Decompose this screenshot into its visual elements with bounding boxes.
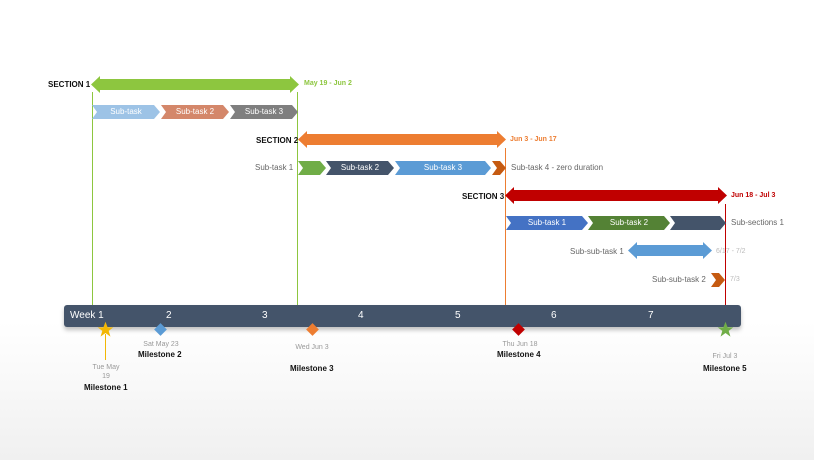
section2-subtask-1-label: Sub-task 1 [255,163,294,172]
subsub-task-1-dates: 6/17 - 7/2 [716,248,746,255]
section2-label: SECTION 2 [256,136,299,145]
week-7-label: 7 [648,310,654,321]
milestone-1-name: Milestone 1 [84,383,128,392]
milestone-2-name: Milestone 2 [138,350,182,359]
section1-subtask-3-label: Sub-task 3 [244,107,284,116]
week-1-label: Week 1 [70,310,104,321]
milestone-2-date: Sat May 23 [143,341,179,348]
section1-subtask-2[interactable] [161,105,229,119]
section2-end-line [505,148,506,306]
milestone-5-star-icon[interactable] [717,321,734,338]
section1-subtask-1-label: Sub-task [110,107,142,116]
timeline-bar[interactable]: Week 1 2 3 4 5 6 7 [64,305,741,327]
section3-subtask-1[interactable] [506,216,588,230]
milestone-3-name: Milestone 3 [290,364,334,373]
section3-subsection-label: Sub-sections 1 [731,218,784,227]
section1-dates: May 19 - Jun 2 [304,80,352,87]
week-2-label: 2 [166,310,172,321]
section3-subtask-1-label: Sub-task 1 [527,218,567,227]
milestone-5-date: Fri Jul 3 [712,353,738,360]
week-3-label: 3 [262,310,268,321]
section2-subtask-2[interactable] [326,161,394,175]
week-5-label: 5 [455,310,461,321]
milestone-4-name: Milestone 4 [497,350,541,359]
milestone-5-name: Milestone 5 [703,364,747,373]
section2-subtask-4-label: Sub-task 4 - zero duration [511,163,604,172]
milestone-1-star-icon[interactable] [97,321,114,338]
section2-subtask-3[interactable] [395,161,491,175]
section1-label: SECTION 1 [48,80,91,89]
subsub-task-2-label: Sub-sub-task 2 [652,275,706,284]
section2-subtask-3-label: Sub-task 3 [423,163,463,172]
milestone-1-stem [105,334,106,360]
section3-label: SECTION 3 [462,192,505,201]
milestone-1-date: Tue May 19 [92,364,120,380]
section2-dates: Jun 3 - Jun 17 [510,136,557,143]
section2-subtask-2-label: Sub-task 2 [340,163,380,172]
section3-subtask-2-label: Sub-task 2 [609,218,649,227]
subsub-task-1-bar[interactable] [628,242,712,259]
section3-dates: Jun 18 - Jul 3 [731,192,776,199]
milestone-4-date: Thu Jun 18 [502,341,538,348]
subsub-task-2-marker[interactable] [711,273,725,287]
milestone-3-date: Wed Jun 3 [295,344,329,351]
week-4-label: 4 [358,310,364,321]
section3-subtask-2[interactable] [588,216,670,230]
week-6-label: 6 [551,310,557,321]
section1-subtask-3[interactable] [230,105,298,119]
subsub-task-1-label: Sub-sub-task 1 [570,247,624,256]
subsub-task-2-dates: 7/3 [730,276,740,283]
section1-end-line [297,92,298,306]
section3-end-line [725,204,726,306]
section2-subtask-1[interactable] [298,161,326,175]
section1-subtask-2-label: Sub-task 2 [175,107,215,116]
section2-bar[interactable] [298,131,506,148]
section1-start-line [92,92,93,306]
section3-subsection-bar[interactable] [670,216,726,230]
section1-subtask-1[interactable] [92,105,160,119]
section2-subtask-4-marker[interactable] [492,161,506,175]
section3-bar[interactable] [505,187,727,204]
section1-bar[interactable] [91,76,299,93]
